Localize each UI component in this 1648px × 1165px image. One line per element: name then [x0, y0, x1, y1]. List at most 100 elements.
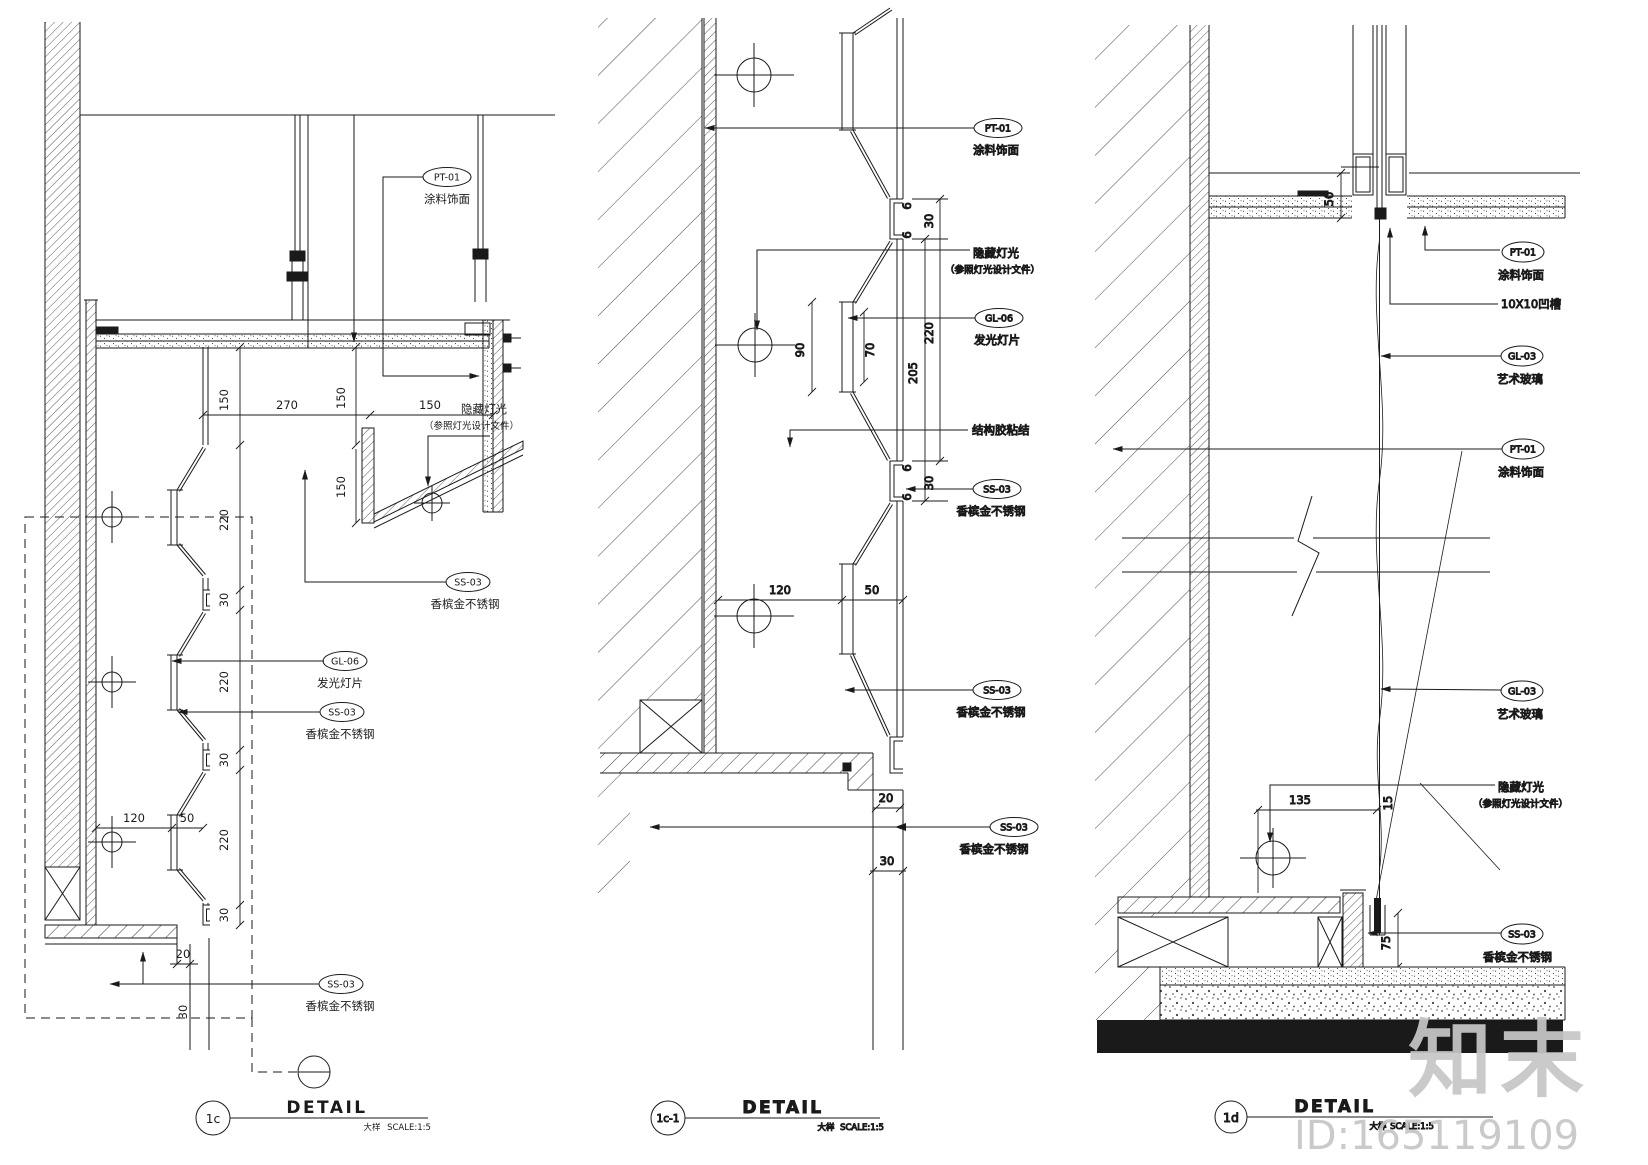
dim-220: 220: [217, 829, 231, 851]
dim-30: 30: [880, 854, 895, 868]
callout-ss03-code: SS-03: [328, 708, 356, 719]
light-symbol-1d: [1240, 828, 1306, 888]
hanger-rod-right: [472, 115, 489, 302]
dim-50: 50: [865, 583, 880, 597]
callout-pt-code: PT-01: [985, 124, 1011, 135]
bottom-slab-1c: [44, 924, 210, 1050]
callout-ss03-code: SS-03: [983, 686, 1011, 697]
dim-90: 90: [793, 343, 807, 358]
callout-ss03-code: SS-03: [327, 980, 355, 991]
callout-pt-name: 涂料饰面: [424, 192, 470, 206]
callout-ss03-name: 香槟金不锈钢: [957, 504, 1026, 518]
dim-50: 50: [180, 811, 195, 825]
title-cn-1d: 大样: [1369, 1121, 1387, 1132]
dim-30: 30: [217, 593, 231, 608]
title-scale-1c: SCALE:1:5: [387, 1123, 431, 1133]
dim-30: 30: [922, 476, 936, 491]
hanger-rod-left: [286, 115, 309, 320]
detail-1c: 150 220 30 220 30 220 30 150 150 270 150…: [24, 22, 555, 1136]
dim-220: 220: [922, 322, 936, 344]
callout-ss03-name: 香槟金不锈钢: [960, 842, 1029, 856]
title-label-1c: DETAIL: [286, 1098, 367, 1118]
dim-150: 150: [334, 476, 348, 498]
callout-gl03-code: GL-03: [1508, 687, 1536, 698]
hidden-light-label: 隐藏灯光: [461, 402, 507, 416]
dashed-setout-1c: [24, 516, 298, 1073]
callout-gl06-code: GL-06: [985, 314, 1013, 325]
wall-hatch-1c: [44, 22, 81, 921]
callout-pt-name: 涂料饰面: [1498, 465, 1544, 479]
ceiling-1d: [1209, 172, 1580, 219]
dim-150: 150: [334, 387, 348, 409]
callout-ss03-name: 香槟金不锈钢: [306, 999, 375, 1013]
dim-150: 150: [217, 389, 231, 411]
title-1c1: 1c-1 DETAIL 大样 SCALE:1:5: [650, 1098, 884, 1136]
dims-1c: [91, 342, 498, 969]
callouts-1c1: [649, 118, 1039, 837]
callout-gl06-name: 发光灯片: [974, 333, 1020, 347]
hidden-light-label: 隐藏灯光: [1498, 780, 1544, 794]
groove-label: 10X10凹槽: [1501, 297, 1562, 311]
dim-20: 20: [176, 947, 191, 961]
callout-ss03-code: SS-03: [1000, 823, 1028, 834]
dim-220: 220: [217, 671, 231, 693]
title-1d: 1d DETAIL 大样 SCALE:1:5: [1214, 1097, 1493, 1134]
soffit-slab-1c1: [600, 752, 903, 791]
dim-30: 30: [217, 753, 231, 768]
callout-texts-1c1: PT-01 涂料饰面 隐藏灯光 （参照灯光设计文件） GL-06 发光灯片 结构…: [945, 123, 1041, 857]
dim-50: 50: [1322, 192, 1336, 207]
dims-1d: [1253, 166, 1403, 972]
dim-70: 70: [863, 343, 877, 358]
callout-ss03-name: 香槟金不锈钢: [1483, 950, 1552, 964]
ceiling-gypsum-1c: [95, 319, 510, 349]
callout-gl03-name: 艺术玻璃: [1497, 372, 1543, 386]
callout-ss03-name: 香槟金不锈钢: [957, 705, 1026, 719]
dim-120: 120: [769, 583, 791, 597]
dim-270: 270: [276, 398, 298, 412]
dim-150: 150: [419, 398, 441, 412]
dim-6: 6: [900, 493, 914, 500]
dim-30: 30: [217, 908, 231, 923]
callouts-1d: [1112, 225, 1545, 945]
callout-ss03-code: SS-03: [983, 485, 1011, 496]
dim-20: 20: [879, 791, 894, 805]
title-label-1c1: DETAIL: [742, 1098, 823, 1118]
dim-6: 6: [900, 202, 914, 209]
callouts-1c: [109, 115, 491, 994]
light-symbols-1c1: [714, 43, 795, 648]
callout-ss03-code: SS-03: [1508, 930, 1536, 941]
dim-75: 75: [1379, 936, 1393, 951]
dim-30: 30: [922, 214, 936, 229]
callout-gl03-name: 艺术玻璃: [1497, 707, 1543, 721]
sawtooth-profile-1c1: [839, 7, 904, 1050]
detail-1c-1: 205 220 6 30 6 6 30 6 90 70 120 50 20 30…: [598, 7, 1041, 1136]
callout-gl03-code: GL-03: [1508, 352, 1536, 363]
dim-120: 120: [123, 811, 145, 825]
callout-pt-name: 涂料饰面: [973, 143, 1019, 157]
callout-ss03-code: SS-03: [454, 578, 482, 589]
title-num-1d: 1d: [1223, 1110, 1239, 1125]
watermark-id: ID:165119109: [1294, 1113, 1580, 1159]
break-symbol-1d: [1122, 495, 1490, 617]
dim-texts-1c: 150 220 30 220 30 220 30 150 150 270 150…: [123, 387, 441, 1019]
wall-hatch-1c1: [598, 18, 717, 903]
title-cn-1c1: 大样: [817, 1122, 835, 1133]
baseboard-1d: [1117, 889, 1386, 968]
callout-pt-name: 涂料饰面: [1498, 268, 1544, 282]
dim-205: 205: [906, 362, 920, 384]
dim-30: 30: [176, 1005, 190, 1020]
title-num-1c: 1c: [206, 1111, 221, 1126]
callout-texts-1c: PT-01 涂料饰面 隐藏灯光 （参照灯光设计文件） GL-06 发光灯片 SS…: [306, 173, 520, 1014]
callout-gl06-code: GL-06: [331, 657, 359, 668]
dim-15: 15: [1381, 796, 1395, 811]
detail-1d: 50 135 15 75: [1095, 25, 1580, 1134]
long-leaders-1d: [1374, 450, 1501, 907]
hidden-light-note: （参照灯光设计文件）: [945, 264, 1040, 276]
light-symbols-1c: [88, 485, 450, 868]
hidden-light-label: 隐藏灯光: [973, 246, 1019, 260]
sawtooth-profile-1c: [167, 347, 210, 926]
floor-1d: [1097, 966, 1566, 1053]
dim-135: 135: [1289, 793, 1311, 807]
